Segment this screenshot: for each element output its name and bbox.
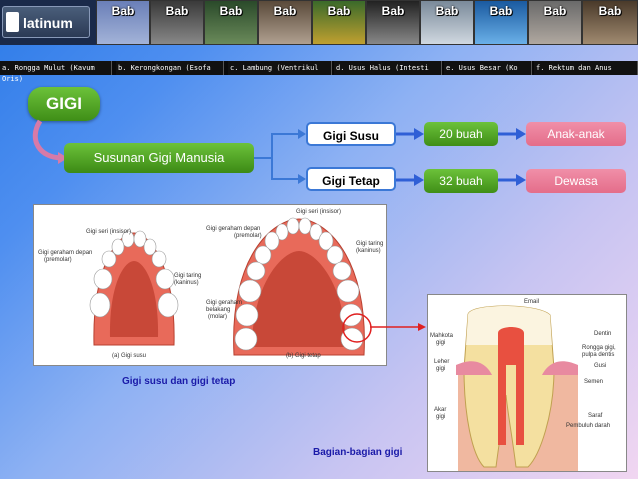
teeth-arch-illustration xyxy=(89,217,372,356)
label-seri-a: Gigi seri (insisor) xyxy=(86,229,132,235)
label-email: Email xyxy=(524,299,540,305)
chapter-thumb-9[interactable]: Bab xyxy=(528,0,582,45)
arrow-icon xyxy=(498,174,526,186)
gigi-susu-count: 20 buah xyxy=(424,122,498,146)
top-bar: latinum Bab Bab Bab Bab Bab Bab Bab Bab … xyxy=(0,0,638,45)
chapter-thumb-label: Bab xyxy=(435,4,459,18)
arrow-icon xyxy=(396,174,424,186)
chapter-thumb-label: Bab xyxy=(273,4,297,18)
tooth-cross-section xyxy=(456,305,578,471)
label-akar: Akar xyxy=(434,407,447,413)
label-mahkota: Mahkota xyxy=(430,333,454,339)
logo-mark-icon xyxy=(6,12,19,32)
chapter-thumb-4[interactable]: Bab xyxy=(258,0,312,45)
gigi-tetap-group: Dewasa xyxy=(526,169,626,193)
chapter-thumb-label: Bab xyxy=(598,4,622,18)
logo-text: latinum xyxy=(23,15,73,31)
label-taring-b: Gigi taring xyxy=(356,241,384,247)
page-title: GIGI xyxy=(28,87,100,121)
label-susu: (a) Gigi susu xyxy=(112,353,147,359)
chapter-thumb-8[interactable]: Bab xyxy=(474,0,528,45)
label-geraham-depan-b: Gigi geraham depan xyxy=(206,226,261,232)
label-gigi-3: gigi xyxy=(436,414,446,420)
chapter-thumb-3[interactable]: Bab xyxy=(204,0,258,45)
label-seri-b: Gigi seri (insisor) xyxy=(296,209,342,215)
chapter-thumb-5[interactable]: Bab xyxy=(312,0,366,45)
left-figure-caption: Gigi susu dan gigi tetap xyxy=(122,376,236,387)
section-nav: a. Rongga Mulut (Kavum b. Kerongkongan (… xyxy=(0,61,638,75)
nav-overflow-text: Oris) xyxy=(2,75,24,83)
label-saraf: Saraf xyxy=(588,413,603,419)
label-gusi: Gusi xyxy=(594,363,607,369)
curved-arrow-icon xyxy=(32,119,63,161)
highlight-circle xyxy=(342,313,372,343)
nav-item-usus-besar[interactable]: e. Usus Besar (Ko xyxy=(444,61,532,75)
label-kaninus-b: (kaninus) xyxy=(356,248,381,254)
bracket-connector xyxy=(254,133,300,180)
label-semen: Semen xyxy=(584,379,604,385)
label-premolar-b: (premolar) xyxy=(234,233,262,239)
susunan-box: Susunan Gigi Manusia xyxy=(64,143,254,173)
gigi-tetap-box: Gigi Tetap xyxy=(306,167,396,191)
label-belakang-a: belakang xyxy=(206,307,231,313)
label-rongga: Rongga gigi, xyxy=(582,345,616,351)
gigi-tetap-count: 32 buah xyxy=(424,169,498,193)
arrow-icon xyxy=(396,128,424,140)
chapter-thumb-label: Bab xyxy=(165,4,189,18)
arrow-head-icon xyxy=(298,129,306,139)
chapter-thumb-label: Bab xyxy=(327,4,351,18)
arrow-head-icon xyxy=(298,174,306,184)
nav-item-usus-halus[interactable]: d. Usus Halus (Intesti xyxy=(334,61,442,75)
chapter-thumb-7[interactable]: Bab xyxy=(420,0,474,45)
nav-item-rongga-mulut[interactable]: a. Rongga Mulut (Kavum xyxy=(0,61,112,75)
label-geraham-a: Gigi geraham xyxy=(206,300,243,306)
chapter-thumb-label: Bab xyxy=(381,4,405,18)
label-leher: Leher xyxy=(434,359,450,365)
teeth-arch-figure: Gigi seri (insisor) Gigi geraham depan (… xyxy=(33,204,387,366)
nav-item-lambung[interactable]: c. Lambung (Ventrikul xyxy=(228,61,332,75)
chapter-thumb-label: Bab xyxy=(543,4,567,18)
chapter-thumb-1[interactable]: Bab xyxy=(96,0,150,45)
gigi-susu-group: Anak-anak xyxy=(526,122,626,146)
nav-item-kerongkongan[interactable]: b. Kerongkongan (Esofa xyxy=(116,61,224,75)
chapter-thumb-2[interactable]: Bab xyxy=(150,0,204,45)
label-molar-a: (molar) xyxy=(208,314,227,320)
chapter-thumb-6[interactable]: Bab xyxy=(366,0,420,45)
label-kaninus-a: (kaninus) xyxy=(174,280,199,286)
label-premolar-a: (premolar) xyxy=(44,257,72,263)
curved-arrow-head-icon xyxy=(58,152,68,164)
chapter-thumb-label: Bab xyxy=(489,4,513,18)
right-figure-caption: Bagian-bagian gigi xyxy=(313,447,403,458)
label-pulpa: pulpa dentis xyxy=(582,352,615,358)
label-pembuluh: Pembuluh darah xyxy=(566,423,611,429)
label-geraham-depan-a: Gigi geraham depan xyxy=(38,250,93,256)
label-tetap: (b) Gigi tetap xyxy=(286,353,321,359)
chapter-thumb-label: Bab xyxy=(219,4,243,18)
label-dentin: Dentin xyxy=(594,331,612,337)
tooth-section-figure: Email Mahkota gigi Dentin Rongga gigi, p… xyxy=(427,294,627,472)
label-taring-a: Gigi taring xyxy=(174,273,202,279)
app-logo[interactable]: latinum xyxy=(2,6,90,38)
chapter-thumb-label: Bab xyxy=(111,4,135,18)
gigi-susu-box: Gigi Susu xyxy=(306,122,396,146)
label-gigi-1: gigi xyxy=(436,340,446,346)
label-gigi-2: gigi xyxy=(436,366,446,372)
arrow-icon xyxy=(498,128,526,140)
